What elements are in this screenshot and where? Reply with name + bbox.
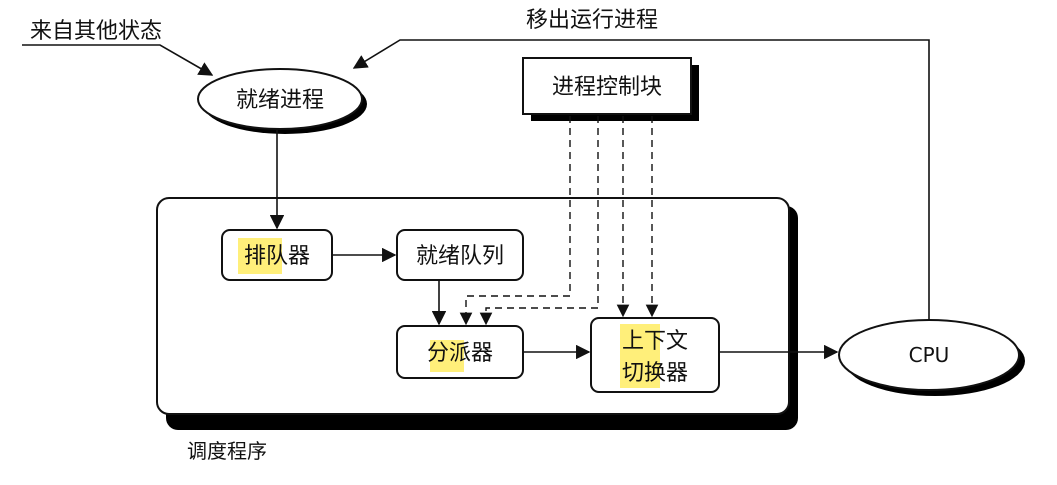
context-switcher-highlight xyxy=(620,324,660,388)
dashed-pcb-to-dispatcher-2 xyxy=(479,116,599,326)
pcb-box xyxy=(522,57,699,121)
label-from-other-states: 来自其他状态 xyxy=(30,19,162,44)
dispatcher-highlight xyxy=(430,340,464,372)
label-dispatcher: 分派器 xyxy=(427,341,493,366)
label-ready-process: 就绪进程 xyxy=(236,88,324,113)
label-pcb: 进程控制块 xyxy=(552,75,662,100)
label-enqueuer: 排队器 xyxy=(244,244,310,269)
label-move-out-running: 移出运行进程 xyxy=(526,8,658,33)
label-cpu: CPU xyxy=(909,343,950,367)
context-switcher-box xyxy=(590,317,720,393)
pcb-dashed-links xyxy=(459,116,659,326)
arrow-move-out-running xyxy=(352,39,930,320)
label-ready-queue: 就绪队列 xyxy=(416,244,504,269)
ready-queue-box xyxy=(396,229,524,281)
arrow-from-other-states xyxy=(22,44,214,76)
enqueuer-box xyxy=(221,229,333,281)
label-scheduler: 调度程序 xyxy=(187,439,267,463)
ready-process-ellipse xyxy=(197,68,367,134)
cpu-ellipse xyxy=(838,319,1025,396)
label-context-switcher-line1: 上下文 xyxy=(622,329,688,354)
dashed-pcb-to-dispatcher-1 xyxy=(459,116,571,326)
label-context-switcher-line2: 切换器 xyxy=(622,361,688,386)
enqueuer-highlight xyxy=(238,238,282,274)
flow-arrows xyxy=(22,39,930,360)
